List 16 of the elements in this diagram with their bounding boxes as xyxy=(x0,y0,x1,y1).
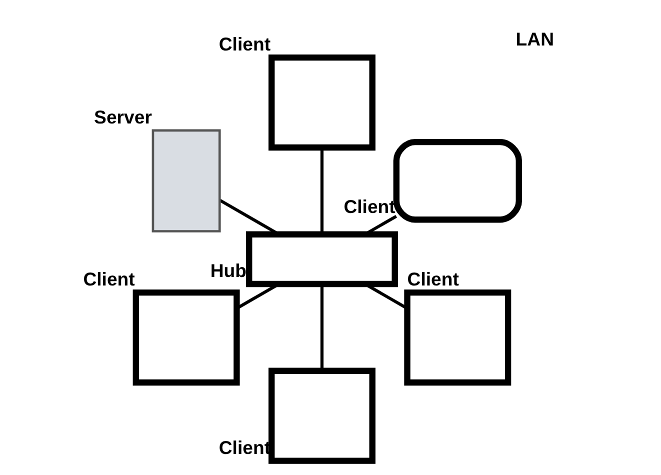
node-box xyxy=(132,289,240,386)
node-label: Client xyxy=(407,268,459,290)
node-box xyxy=(152,129,221,232)
node-box xyxy=(404,289,512,386)
node-box xyxy=(268,368,376,464)
connector xyxy=(320,284,324,370)
connector xyxy=(320,148,324,234)
node-label: Client xyxy=(218,436,271,458)
node-label: Server xyxy=(94,106,152,128)
node-box xyxy=(268,54,376,151)
node-label: Hub xyxy=(210,260,247,282)
node-label: Client xyxy=(344,196,396,217)
node-label: Client xyxy=(83,268,135,290)
node-label: Client xyxy=(218,34,271,55)
node-box xyxy=(246,231,398,288)
label: LAN xyxy=(516,28,554,50)
